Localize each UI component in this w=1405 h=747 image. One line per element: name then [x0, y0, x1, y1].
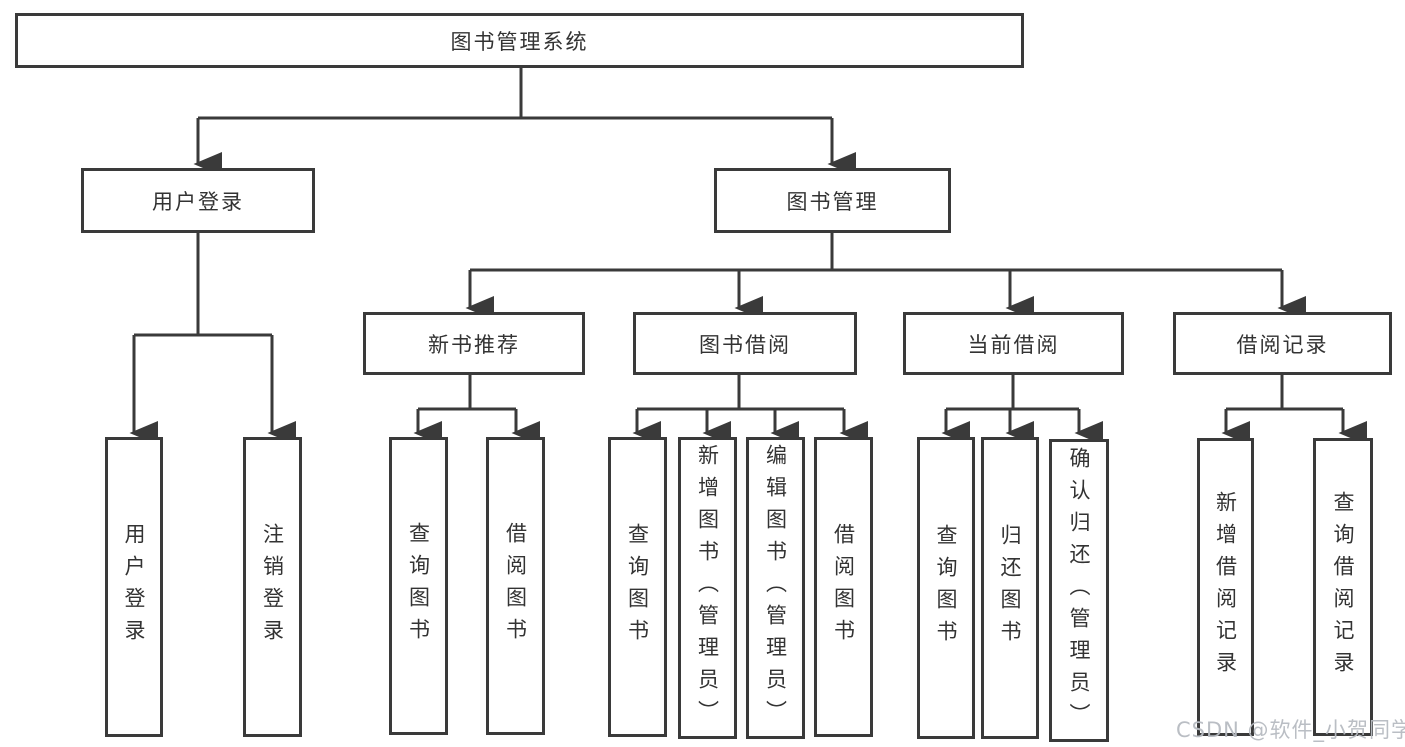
leaf-current-query-book-label: 查询图书 — [934, 524, 958, 652]
leaf-record-add-record: 新增借阅记录 — [1197, 438, 1254, 736]
node-root: 图书管理系统 — [15, 13, 1024, 68]
node-book-borrow-label: 图书借阅 — [699, 332, 791, 357]
leaf-recommend-query-book: 查询图书 — [389, 437, 448, 735]
leaf-record-query-record-label: 查询借阅记录 — [1331, 491, 1355, 683]
node-book-management-label: 图书管理 — [786, 189, 879, 214]
leaf-user-login: 用户登录 — [105, 437, 163, 737]
leaf-current-confirm-return-admin: 确认归还（管理员） — [1049, 439, 1109, 742]
node-borrow-record-label: 借阅记录 — [1236, 332, 1329, 357]
node-user-login: 用户登录 — [81, 168, 315, 233]
node-book-borrow: 图书借阅 — [633, 312, 857, 375]
leaf-borrow-query-book-label: 查询图书 — [625, 523, 650, 651]
leaf-current-confirm-return-admin-label: 确认归还（管理员） — [1067, 446, 1091, 735]
leaf-record-add-record-label: 新增借阅记录 — [1213, 491, 1238, 683]
leaf-borrow-edit-book-admin-label: 编辑图书（管理员） — [763, 444, 788, 732]
leaf-current-query-book: 查询图书 — [917, 437, 975, 739]
leaf-logout: 注销登录 — [243, 437, 302, 737]
node-book-management: 图书管理 — [714, 168, 951, 233]
leaf-recommend-borrow-book-label: 借阅图书 — [503, 522, 528, 650]
leaf-record-query-record: 查询借阅记录 — [1313, 438, 1373, 736]
node-new-book-recommend-label: 新书推荐 — [428, 332, 520, 357]
leaf-recommend-query-book-label: 查询图书 — [406, 522, 431, 650]
leaf-borrow-edit-book-admin: 编辑图书（管理员） — [746, 437, 805, 739]
leaf-current-return-book-label: 归还图书 — [998, 524, 1022, 652]
leaf-borrow-add-book-admin: 新增图书（管理员） — [678, 437, 737, 739]
leaf-borrow-query-book: 查询图书 — [608, 437, 667, 737]
leaf-borrow-borrow-book-label: 借阅图书 — [831, 523, 856, 651]
leaf-current-return-book: 归还图书 — [981, 437, 1039, 739]
leaf-borrow-borrow-book: 借阅图书 — [814, 437, 873, 737]
node-new-book-recommend: 新书推荐 — [363, 312, 585, 375]
leaf-user-login-label: 用户登录 — [122, 523, 146, 651]
node-user-login-label: 用户登录 — [152, 189, 244, 214]
node-current-borrow: 当前借阅 — [903, 312, 1124, 375]
csdn-watermark: CSDN @软件_小贺同学 — [1176, 718, 1405, 742]
node-root-label: 图书管理系统 — [450, 29, 589, 54]
leaf-recommend-borrow-book: 借阅图书 — [486, 437, 545, 735]
node-borrow-record: 借阅记录 — [1173, 312, 1392, 375]
node-current-borrow-label: 当前借阅 — [967, 332, 1060, 357]
leaf-logout-label: 注销登录 — [260, 523, 285, 651]
leaf-borrow-add-book-admin-label: 新增图书（管理员） — [695, 444, 720, 732]
